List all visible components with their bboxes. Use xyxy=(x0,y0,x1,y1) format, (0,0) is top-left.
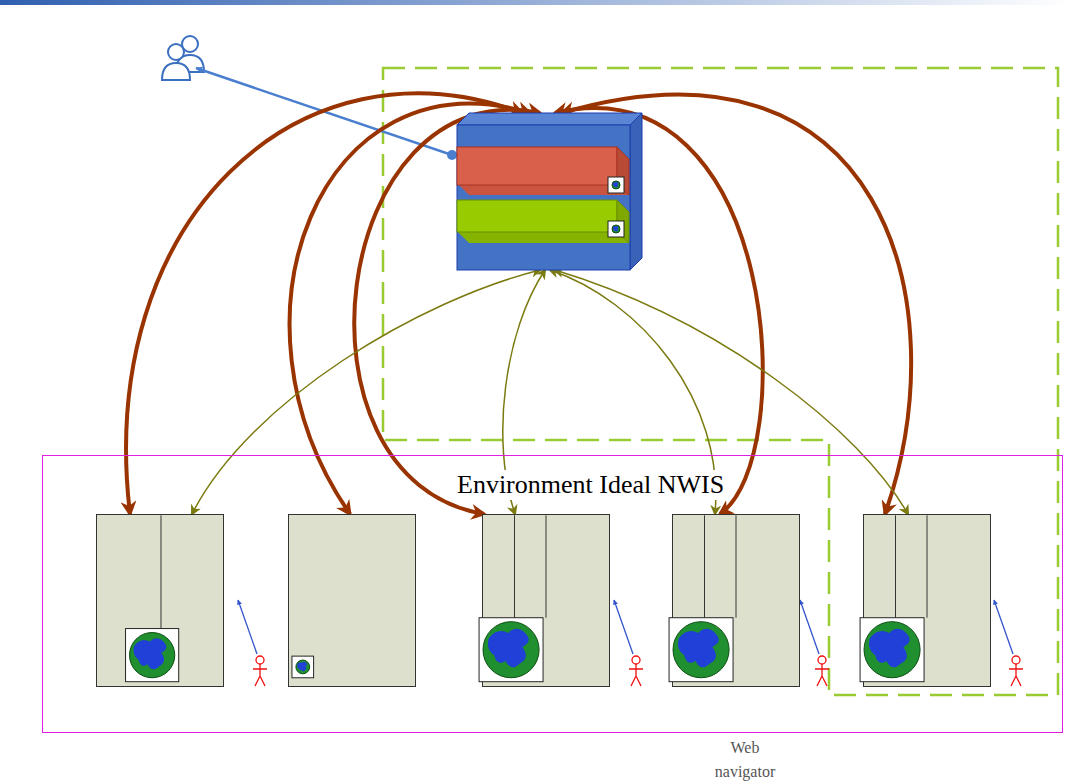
note-label: Web navigator xyxy=(700,736,790,784)
site-box-drawing xyxy=(483,515,609,686)
site-box-drawing xyxy=(97,515,223,686)
server-box-drawing xyxy=(457,113,642,270)
top-bar xyxy=(0,0,1071,5)
site-box xyxy=(288,514,416,687)
globe-icon xyxy=(860,618,924,682)
globe-icon xyxy=(608,221,624,237)
dashed-region xyxy=(383,68,1058,695)
region-label: Environment Ideal NWIS xyxy=(453,470,728,500)
site-box-drawing xyxy=(864,515,990,686)
site-box xyxy=(482,514,610,687)
site-box xyxy=(863,514,991,687)
users-icon xyxy=(162,36,204,80)
site-box-drawing xyxy=(289,515,415,686)
server-box xyxy=(457,113,642,270)
globe-icon xyxy=(292,656,314,678)
site-box-drawing xyxy=(673,515,799,686)
site-box xyxy=(672,514,800,687)
globe-icon xyxy=(669,618,733,682)
globe-icon xyxy=(608,177,624,193)
site-box xyxy=(96,514,224,687)
user-arrow-dot xyxy=(447,150,457,160)
globe-icon xyxy=(479,618,543,682)
globe-icon xyxy=(126,629,179,682)
environment-region: Environment Ideal NWIS xyxy=(42,455,1063,733)
